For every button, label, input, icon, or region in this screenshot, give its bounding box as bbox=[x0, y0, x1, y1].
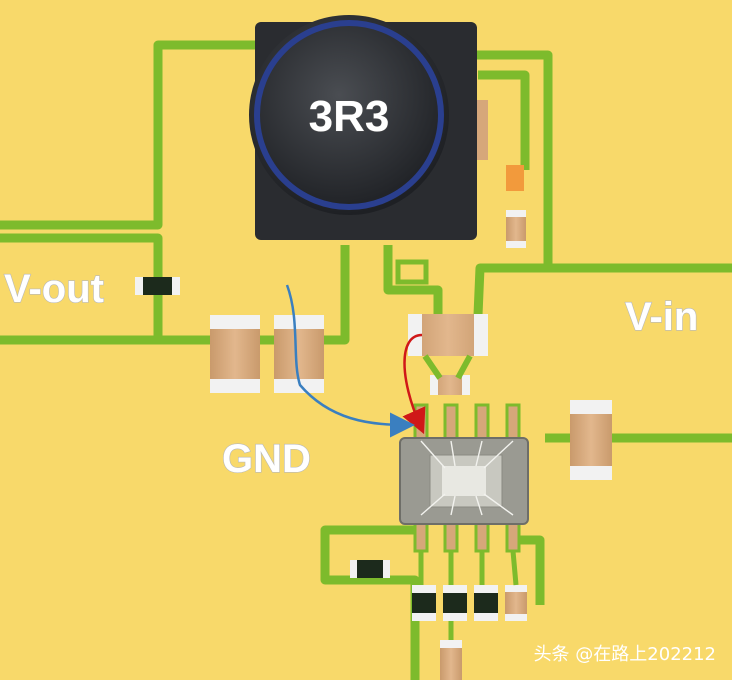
small-capacitor-ic bbox=[430, 375, 470, 395]
inductor-label: 3R3 bbox=[309, 92, 390, 141]
ic-soic8 bbox=[399, 403, 529, 553]
watermark: 头条 @在路上202212 bbox=[534, 644, 716, 665]
label-gnd: GND bbox=[222, 437, 311, 481]
inductor-side-pad bbox=[476, 100, 488, 160]
inductor-3r3: 3R3 bbox=[249, 15, 488, 240]
ic-bottom-right bbox=[520, 535, 545, 605]
label-v-out: V-out bbox=[4, 267, 104, 311]
ic-bond-wires bbox=[420, 440, 514, 516]
input-capacitor bbox=[570, 400, 612, 480]
bottom-resistor-array bbox=[412, 585, 527, 621]
vout-pour-outline bbox=[0, 40, 260, 230]
output-capacitor-2 bbox=[274, 315, 324, 393]
resistor-black bbox=[135, 277, 180, 295]
pad-cutouts bbox=[395, 259, 429, 285]
output-capacitor-1 bbox=[210, 315, 260, 393]
red-current-arrow bbox=[402, 333, 426, 435]
vin-to-ic-trace bbox=[473, 263, 548, 316]
inductor-ring bbox=[254, 20, 444, 210]
vin-top-trace bbox=[470, 50, 732, 273]
bootstrap-leads bbox=[422, 354, 473, 380]
resistor-orange bbox=[506, 165, 524, 191]
bottom-traces bbox=[418, 550, 519, 640]
sw-node-trace bbox=[383, 245, 443, 315]
ic-die bbox=[442, 466, 486, 496]
vin-inner-trace bbox=[478, 70, 530, 170]
capacitor-bottom bbox=[440, 640, 462, 680]
resistor-bottom-left bbox=[350, 560, 390, 578]
blue-current-arrow bbox=[285, 284, 415, 438]
resistor-small-right bbox=[506, 210, 526, 248]
inductor-top bbox=[249, 15, 449, 215]
sw-node-pad bbox=[395, 259, 429, 285]
label-v-in: V-in bbox=[625, 295, 698, 339]
